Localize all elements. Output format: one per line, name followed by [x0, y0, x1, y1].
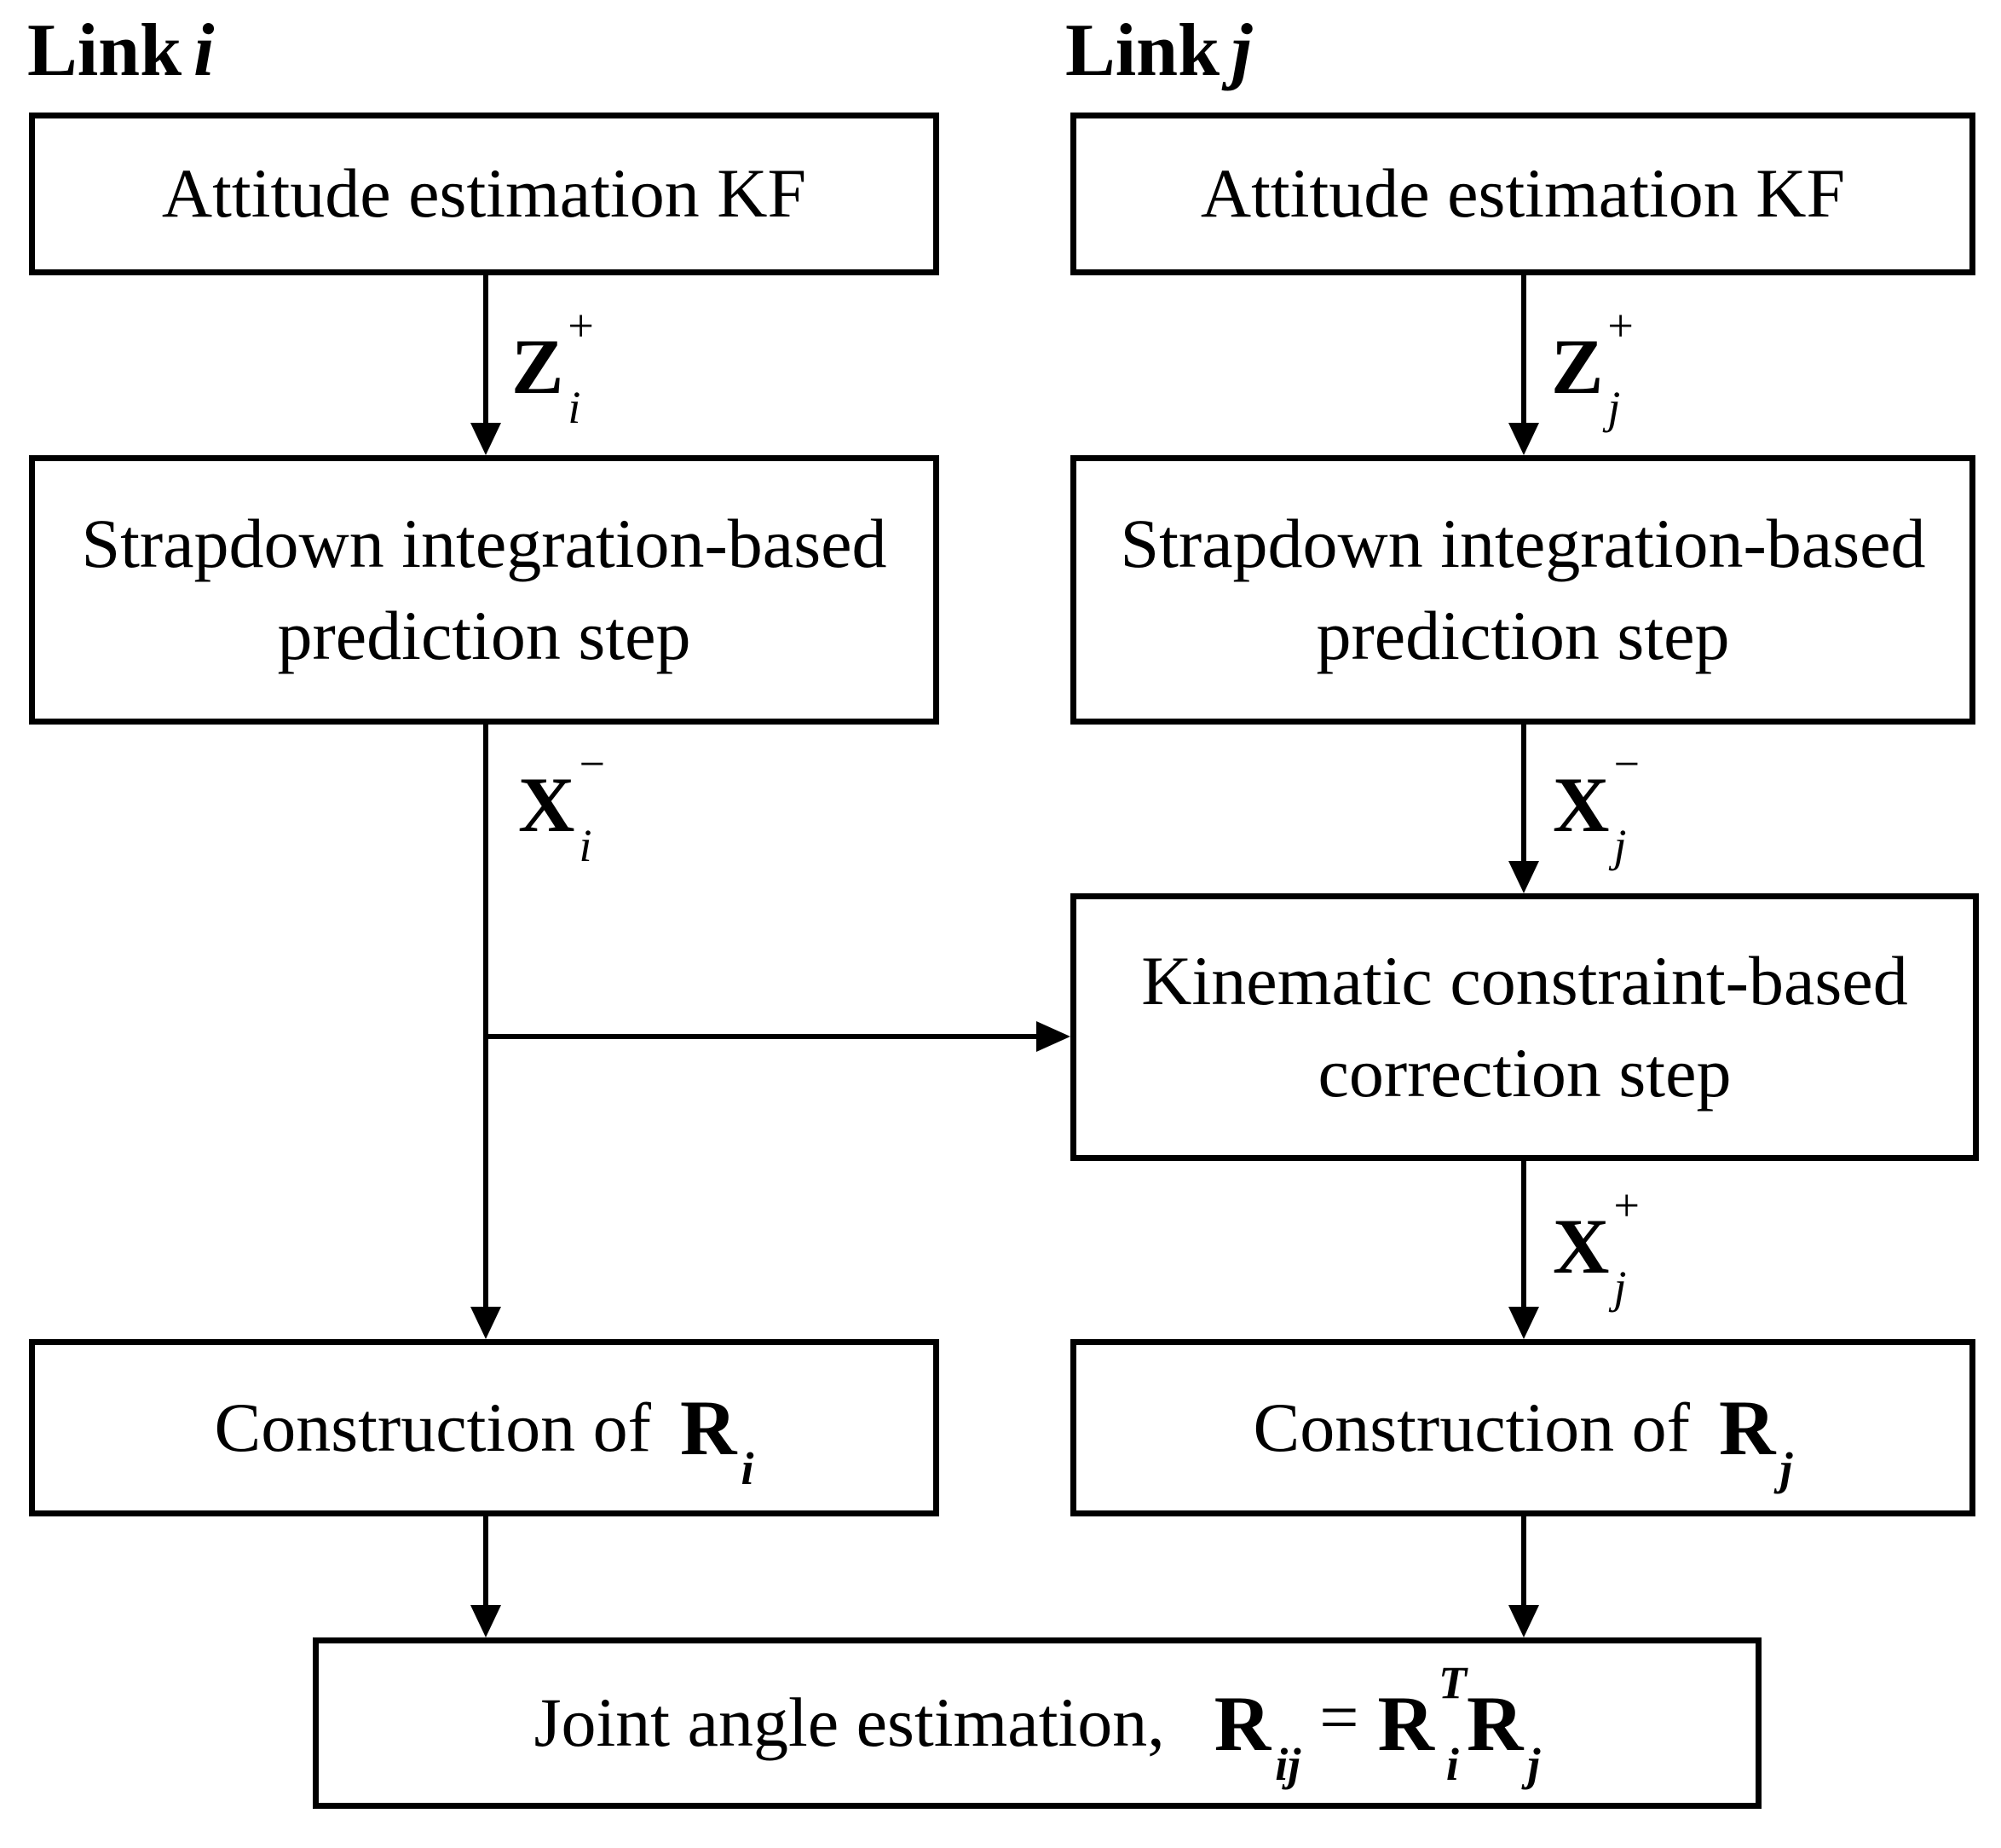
strapdown-line1-j: Strapdown integration-based — [1120, 504, 1926, 582]
attitude-estimation-label-i: Attitude estimation KF — [161, 154, 807, 233]
attitude-estimation-box-j: Attitude estimation KF — [1070, 113, 1975, 275]
link-j-index: j — [1231, 9, 1253, 92]
strapdown-line2-i: prediction step — [277, 597, 691, 674]
arrow-kinematic-to-construction-j — [1508, 1161, 1539, 1339]
strapdown-line1-i: Strapdown integration-based — [81, 504, 887, 582]
x-j-plus-label: X +j — [1553, 1180, 1640, 1313]
construction-prefix-j: Construction of — [1253, 1388, 1690, 1466]
strapdown-line2-j: prediction step — [1316, 597, 1730, 674]
joint-angle-text: Joint angle estimation, — [533, 1683, 1165, 1762]
arrow-construction-i-to-joint — [470, 1516, 501, 1637]
link-i-word: Link — [27, 9, 182, 92]
arrow-attitude-to-strapdown-j — [1508, 274, 1539, 455]
strapdown-prediction-box-j: Strapdown integration-based prediction s… — [1070, 455, 1975, 725]
x-j-minus-label: X −j — [1553, 738, 1640, 871]
z-j-plus-label: Z +j — [1551, 300, 1634, 433]
kinematic-correction-box: Kinematic constraint-based correction st… — [1070, 893, 1979, 1161]
attitude-estimation-box-i: Attitude estimation KF — [29, 113, 939, 275]
link-i-index: i — [193, 9, 215, 92]
attitude-estimation-label-j: Attitude estimation KF — [1200, 154, 1846, 233]
strapdown-prediction-box-i: Strapdown integration-based prediction s… — [29, 455, 939, 725]
arrow-attitude-to-strapdown-i — [470, 274, 501, 455]
construction-prefix-i: Construction of — [214, 1388, 651, 1466]
link-j-word: Link — [1065, 9, 1220, 92]
kinematic-line2: correction step — [1318, 1034, 1732, 1112]
arrow-branch-to-kinematic — [486, 1021, 1070, 1052]
equals-sign: = — [1319, 1678, 1359, 1757]
kinematic-line1: Kinematic constraint-based — [1141, 941, 1908, 1019]
arrow-strapdown-to-kinematic-j — [1508, 724, 1539, 893]
x-i-minus-label: X −i — [518, 738, 605, 871]
arrow-construction-j-to-joint — [1508, 1516, 1539, 1637]
line-strapdown-to-construction-i — [470, 724, 501, 1339]
z-i-plus-label: Z +i — [511, 300, 594, 433]
